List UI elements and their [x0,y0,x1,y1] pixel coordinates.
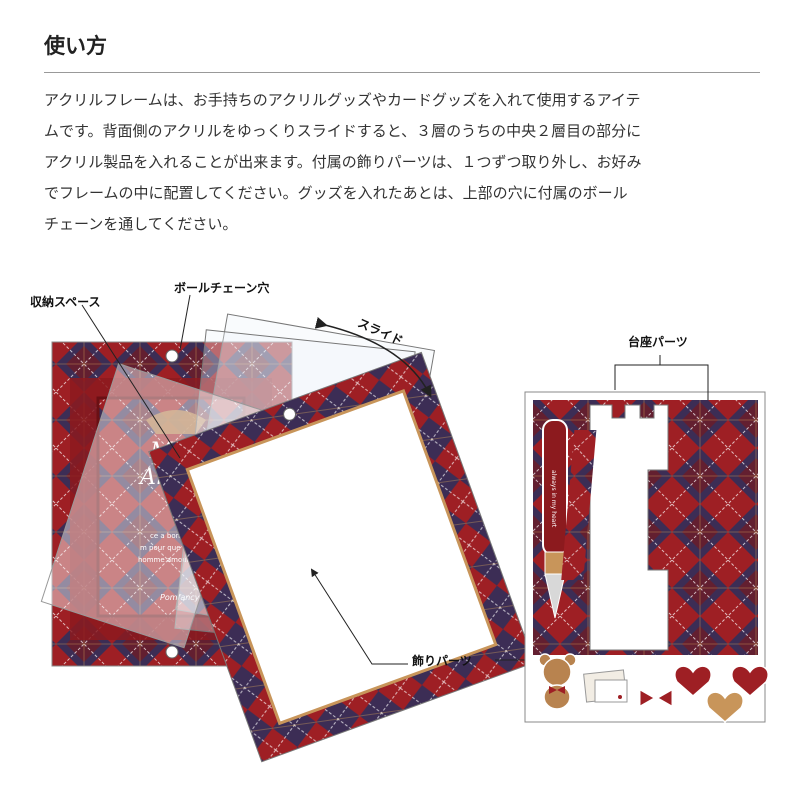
label-storage-space: 収納スペース [30,295,101,309]
description-line: アクリル製品を入れることが出来ます。付属の飾りパーツは、１つずつ取り外し、お好み [44,153,642,171]
small-text-3: homme amour [138,556,190,564]
label-stand-parts: 台座パーツ [628,335,688,349]
front-frame-panel [148,351,535,763]
storage-leader-line [81,304,181,459]
heart-gold-part [706,691,744,723]
description-line: アクリルフレームは、お手持ちのアクリルグッズやカードグッズを入れて使用するアイテ [44,91,641,109]
decoration-leader-left [310,568,408,665]
small-text-4: Pomfancy [160,593,200,602]
slide-arrow-icon [314,316,432,398]
small-text-1: ce a boneurg [150,532,196,540]
bow-part [639,689,673,707]
description-line: チェーンを通してください。 [44,215,238,233]
label-decoration-parts: 飾りパーツ [412,654,472,668]
stand-cutout [589,404,669,651]
bear-part [538,653,577,710]
heart-plaid-part [731,665,769,697]
pen-part: always in my heart [542,419,568,619]
label-ball-chain-hole: ボールチェーン穴 [174,281,270,295]
hole-leader-line [179,294,191,351]
description-line: でフレームの中に配置してください。グッズを入れたあとは、上部の穴に付属のボール [44,184,628,202]
letter-part [583,669,628,703]
description-line: ムです。背面側のアクリルをゆっくりスライドすると、３層のうちの中央２層目の部分に [44,122,642,140]
heart-part [674,665,712,697]
page-title: 使い方 [44,34,107,58]
stand-parts-sheet: always in my heart [524,355,769,723]
pen-text: always in my heart [550,470,557,528]
small-text-2: m pour que vous me [140,544,213,552]
description: アクリルフレームは、お手持ちのアクリルグッズやカードグッズを入れて使用するアイテ… [44,85,764,240]
stand-bracket-line [614,364,709,400]
title-divider [44,72,760,73]
